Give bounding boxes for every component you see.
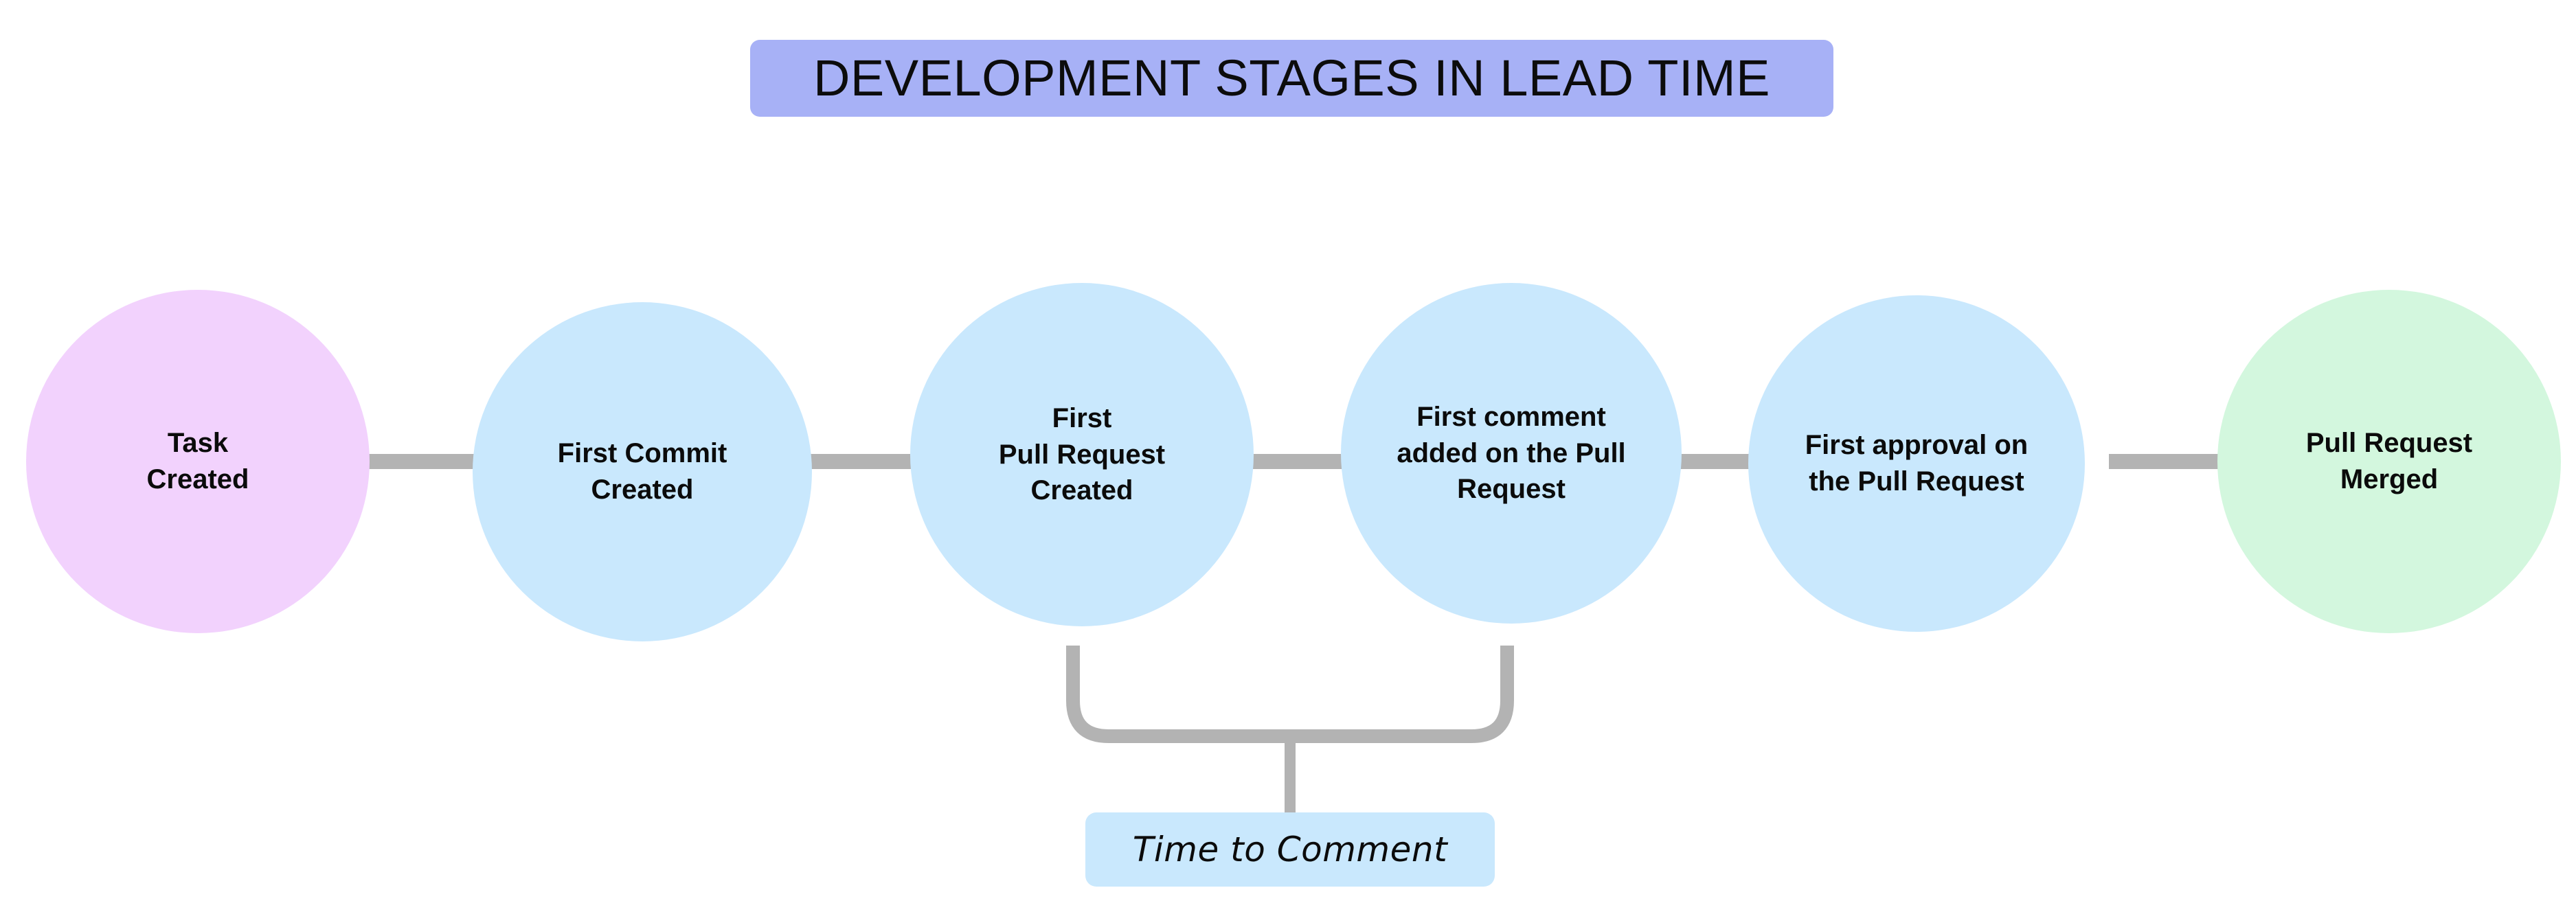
node-first-comment[interactable]: First comment added on the Pull Request <box>1341 283 1682 624</box>
page-title: DEVELOPMENT STAGES IN LEAD TIME <box>750 40 1833 117</box>
node-pull-request-merged[interactable]: Pull Request Merged <box>2217 290 2561 633</box>
page-title-text: DEVELOPMENT STAGES IN LEAD TIME <box>813 49 1771 106</box>
annotation-time-to-comment[interactable]: Time to Comment <box>1085 812 1495 887</box>
node-pull-request-merged-label: Pull Request Merged <box>2305 428 2473 494</box>
node-first-commit-label: First Commit Created <box>557 438 727 505</box>
node-task-created[interactable]: Task Created <box>26 290 370 633</box>
node-task-created-label: Task Created <box>146 428 249 494</box>
node-first-pull-request-label: First Pull Request Created <box>998 402 1166 506</box>
node-first-approval-label: First approval on the Pull Request <box>1805 430 2029 497</box>
node-first-pull-request[interactable]: First Pull Request Created <box>910 283 1254 626</box>
measurement-bracket <box>1066 646 1514 743</box>
node-first-commit[interactable]: First Commit Created <box>473 302 812 641</box>
node-first-comment-label: First comment added on the Pull Request <box>1397 401 1626 505</box>
annotation-time-to-comment-label: Time to Comment <box>1132 830 1448 869</box>
node-first-approval[interactable]: First approval on the Pull Request <box>1748 295 2085 632</box>
